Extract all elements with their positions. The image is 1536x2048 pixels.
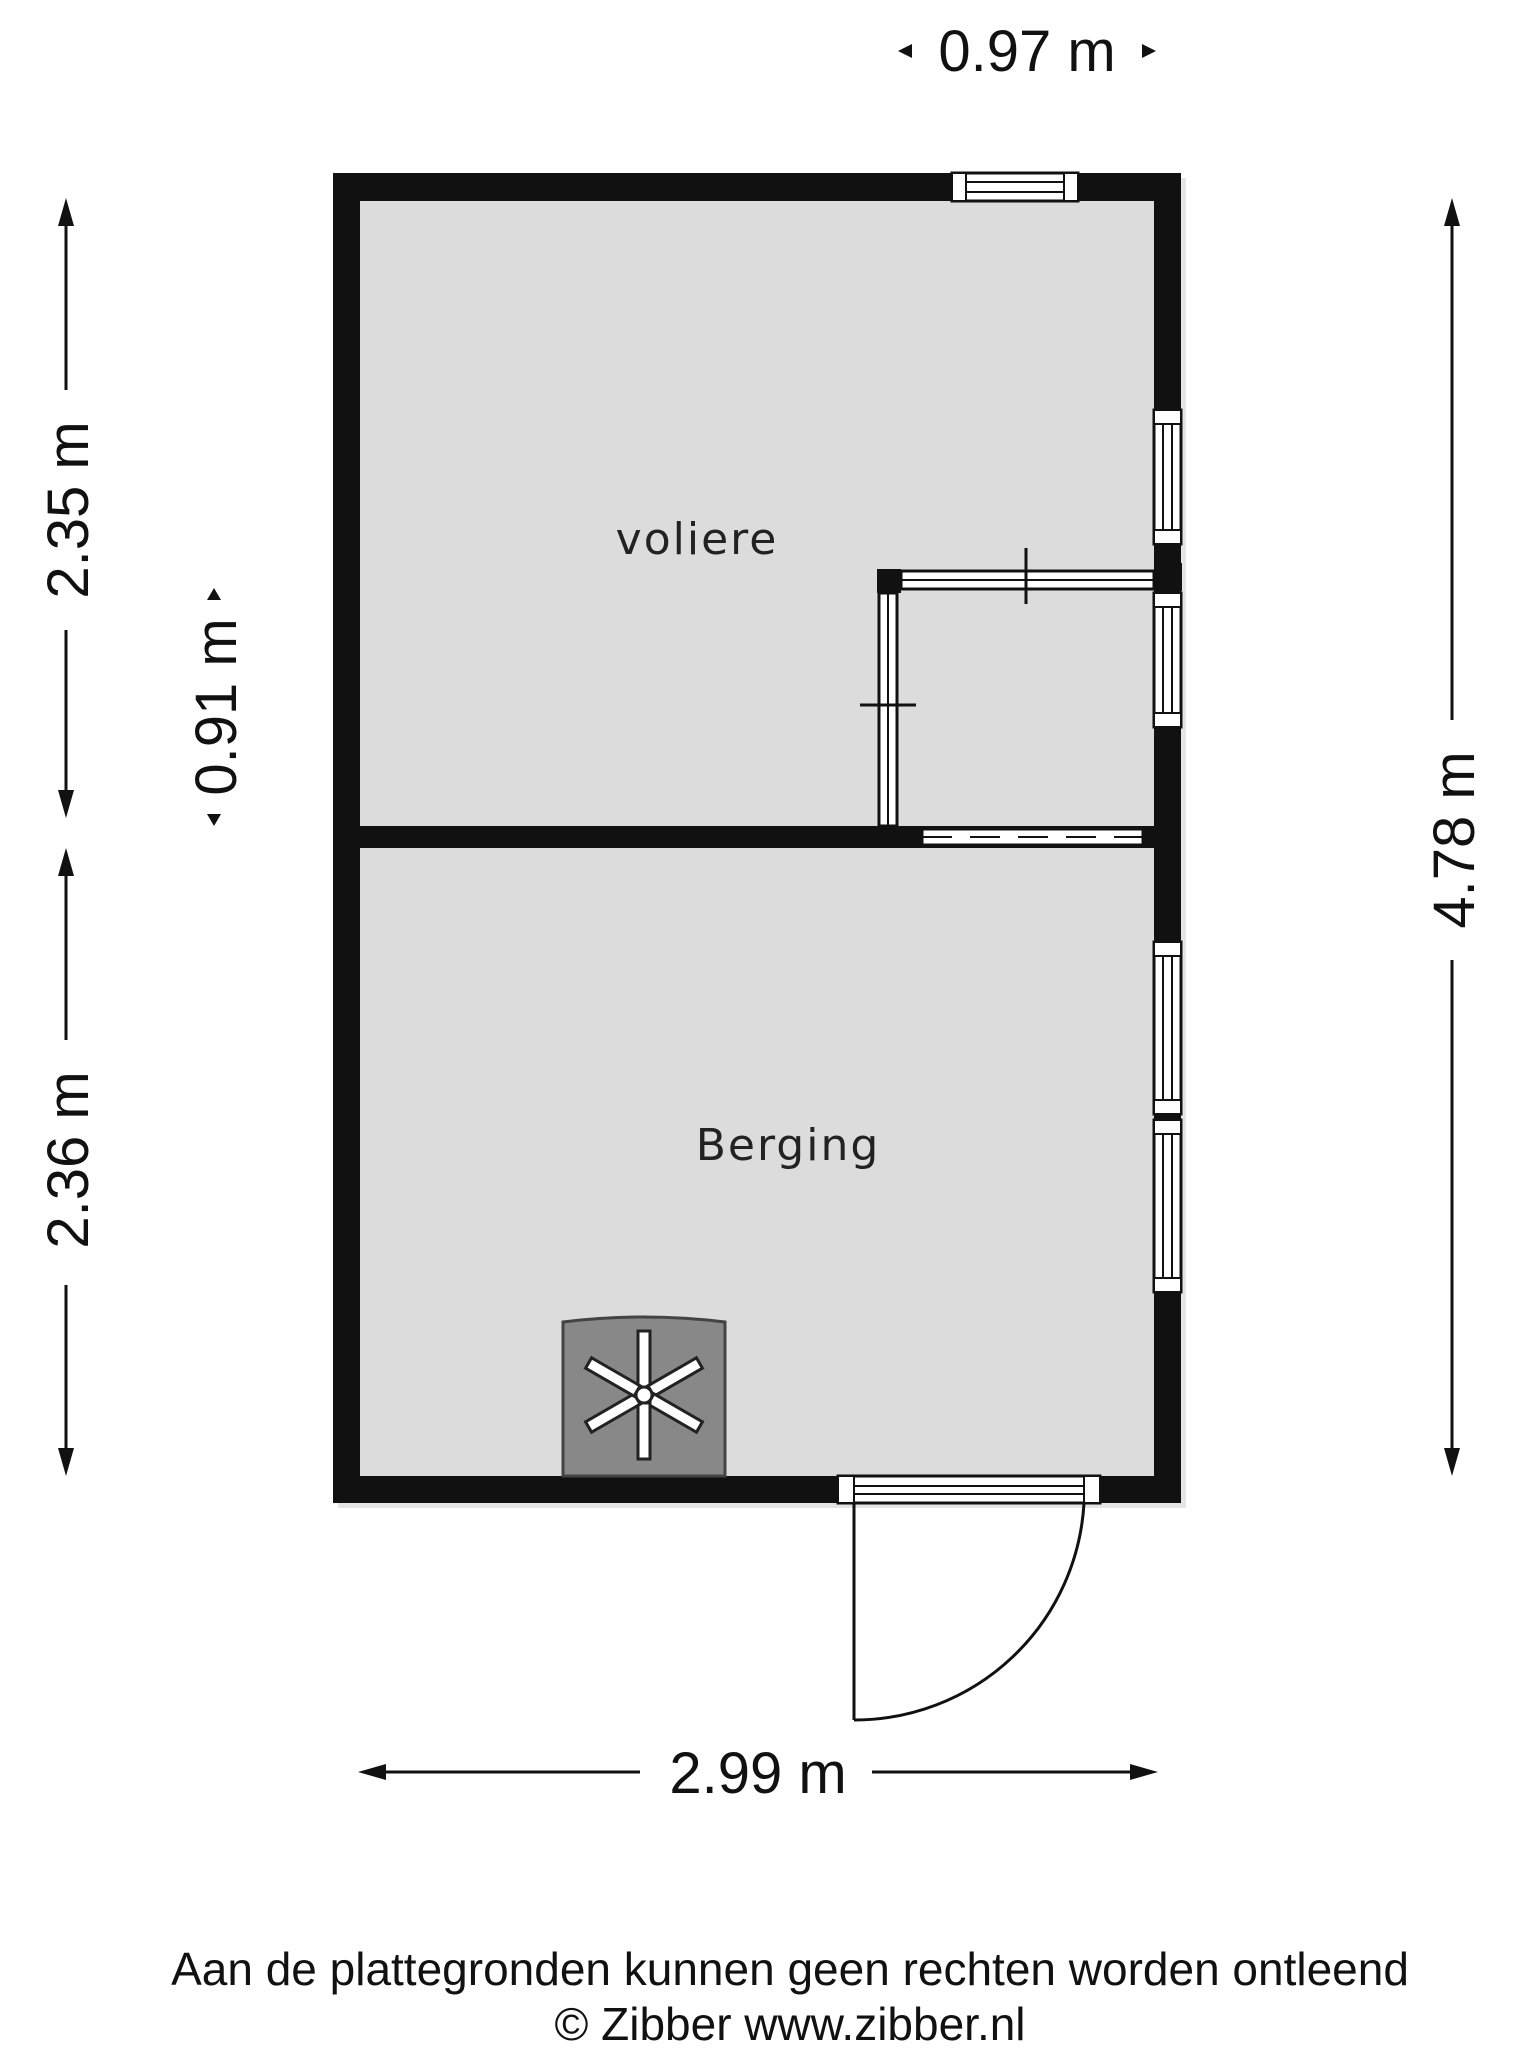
room-voliere-floor xyxy=(360,201,1154,826)
dimension-top: 0.97 m xyxy=(898,19,1156,84)
dimension-left-lower-label: 2.36 m xyxy=(36,1071,101,1248)
heater-icon xyxy=(561,1315,727,1478)
dimension-bottom: 2.99 m xyxy=(358,1741,1158,1806)
dimension-left-upper: 2.35 m xyxy=(36,198,101,818)
room-label-berging: Berging xyxy=(696,1120,881,1171)
dimension-bottom-label: 2.99 m xyxy=(669,1741,846,1806)
window-right-2 xyxy=(1152,591,1183,729)
sliding-door xyxy=(920,827,1145,847)
dimension-left-lower: 2.36 m xyxy=(36,848,101,1476)
dimension-right: 4.78 m xyxy=(1422,198,1487,1476)
window-right-3 xyxy=(1152,940,1183,1116)
footer-copyright: © Zibber www.zibber.nl xyxy=(554,1998,1025,2048)
footer-disclaimer: Aan de plattegronden kunnen geen rechten… xyxy=(171,1943,1409,1995)
window-top xyxy=(950,171,1080,203)
room-berging-floor xyxy=(360,848,1154,1476)
dimension-left-upper-label: 2.35 m xyxy=(36,421,101,598)
door-swing-icon xyxy=(836,1474,1102,1722)
window-right-4 xyxy=(1152,1118,1183,1294)
interior-wall-end xyxy=(1143,826,1154,848)
dimension-top-label: 0.97 m xyxy=(938,19,1115,84)
dimension-right-label: 4.78 m xyxy=(1422,751,1487,928)
dimension-inner: 0.91 m xyxy=(184,588,249,826)
room-label-voliere: voliere xyxy=(616,514,779,565)
interior-wall xyxy=(360,826,879,848)
inner-enclosure xyxy=(860,548,1182,828)
window-right-1 xyxy=(1152,408,1183,546)
dimension-inner-label: 0.91 m xyxy=(184,618,249,795)
